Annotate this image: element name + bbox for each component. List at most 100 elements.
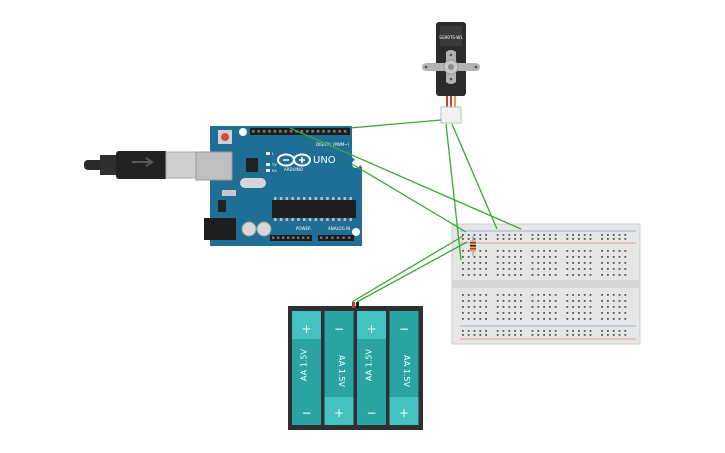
header-pin[interactable] (300, 130, 304, 133)
breadboard-hole[interactable] (589, 268, 592, 270)
breadboard-hole[interactable] (624, 250, 627, 252)
breadboard-hole[interactable] (531, 268, 534, 270)
breadboard-hole[interactable] (589, 238, 592, 240)
breadboard-hole[interactable] (479, 234, 482, 236)
breadboard-hole[interactable] (589, 256, 592, 258)
breadboard-hole[interactable] (566, 274, 569, 276)
breadboard-hole[interactable] (462, 250, 464, 252)
breadboard-hole[interactable] (607, 256, 609, 258)
breadboard-hole[interactable] (462, 274, 464, 276)
breadboard-hole[interactable] (467, 238, 470, 240)
breadboard-hole[interactable] (624, 234, 627, 236)
breadboard-hole[interactable] (514, 274, 516, 276)
breadboard-hole[interactable] (485, 274, 487, 276)
breadboard-hole[interactable] (601, 306, 603, 308)
breadboard-hole[interactable] (618, 256, 621, 258)
breadboard-hole[interactable] (531, 294, 534, 296)
breadboard-hole[interactable] (607, 268, 609, 270)
breadboard-hole[interactable] (537, 312, 540, 314)
breadboard-hole[interactable] (618, 268, 621, 270)
breadboard-hole[interactable] (479, 294, 482, 296)
breadboard-hole[interactable] (554, 250, 557, 252)
breadboard-hole[interactable] (589, 294, 592, 296)
breadboard-hole[interactable] (618, 274, 621, 276)
breadboard-hole[interactable] (543, 234, 545, 236)
breadboard-hole[interactable] (607, 274, 609, 276)
servo-connector[interactable] (440, 106, 462, 124)
breadboard-hole[interactable] (520, 300, 522, 302)
arduino-uno-board[interactable]: DIGITAL (PWM~) UNO ARDUINO L TX RX POWER… (195, 126, 362, 246)
battery-pack[interactable]: +−AA 1.5V−+AA 1.5V+−AA 1.5V−+AA 1.5V (288, 302, 423, 430)
header-pin[interactable] (343, 130, 347, 133)
breadboard-hole[interactable] (496, 274, 499, 276)
header-pin[interactable] (302, 236, 305, 239)
power-pin-header[interactable] (270, 235, 312, 241)
breadboard-hole[interactable] (462, 262, 464, 264)
breadboard-hole[interactable] (601, 300, 603, 302)
breadboard-hole[interactable] (514, 300, 516, 302)
breadboard-hole[interactable] (607, 294, 609, 296)
breadboard-hole[interactable] (618, 334, 621, 336)
breadboard-hole[interactable] (601, 294, 603, 296)
breadboard-hole[interactable] (514, 238, 516, 240)
breadboard-hole[interactable] (549, 238, 551, 240)
breadboard-hole[interactable] (531, 274, 534, 276)
breadboard-hole[interactable] (624, 268, 627, 270)
breadboard-hole[interactable] (572, 318, 574, 320)
breadboard-hole[interactable] (549, 268, 551, 270)
breadboard-hole[interactable] (589, 330, 592, 332)
breadboard-hole[interactable] (578, 300, 580, 302)
breadboard-hole[interactable] (618, 318, 621, 320)
breadboard-hole[interactable] (549, 294, 551, 296)
breadboard-hole[interactable] (612, 268, 615, 270)
breadboard-hole[interactable] (583, 318, 586, 320)
breadboard-hole[interactable] (543, 294, 545, 296)
breadboard-hole[interactable] (467, 256, 470, 258)
breadboard-hole[interactable] (618, 238, 621, 240)
breadboard-hole[interactable] (479, 300, 482, 302)
breadboard-hole[interactable] (485, 318, 487, 320)
breadboard-hole[interactable] (583, 334, 586, 336)
breadboard-hole[interactable] (462, 256, 464, 258)
breadboard-hole[interactable] (601, 268, 603, 270)
breadboard-hole[interactable] (496, 306, 499, 308)
analog-pin-header[interactable] (318, 235, 354, 241)
breadboard-hole[interactable] (549, 318, 551, 320)
header-pin[interactable] (292, 236, 295, 239)
breadboard-hole[interactable] (514, 312, 516, 314)
header-pin[interactable] (311, 130, 314, 133)
breadboard-hole[interactable] (508, 312, 511, 314)
breadboard-hole[interactable] (578, 262, 580, 264)
breadboard-hole[interactable] (479, 312, 482, 314)
breadboard-hole[interactable] (514, 268, 516, 270)
breadboard-hole[interactable] (543, 268, 545, 270)
breadboard-hole[interactable] (549, 334, 551, 336)
breadboard-hole[interactable] (537, 318, 540, 320)
breadboard-hole[interactable] (549, 250, 551, 252)
breadboard-hole[interactable] (589, 334, 592, 336)
breadboard-hole[interactable] (514, 250, 516, 252)
breadboard-hole[interactable] (502, 330, 505, 332)
breadboard-hole[interactable] (543, 318, 545, 320)
wire-arduino-gnd[interactable] (351, 163, 467, 233)
breadboard-hole[interactable] (485, 330, 487, 332)
breadboard-hole[interactable] (543, 250, 545, 252)
breadboard-hole[interactable] (508, 334, 511, 336)
header-pin[interactable] (307, 236, 310, 239)
breadboard-hole[interactable] (462, 306, 464, 308)
breadboard-hole[interactable] (537, 268, 540, 270)
header-pin[interactable] (252, 130, 255, 133)
breadboard-hole[interactable] (473, 256, 476, 258)
breadboard-hole[interactable] (485, 256, 487, 258)
breadboard-hole[interactable] (624, 238, 627, 240)
breadboard-hole[interactable] (537, 330, 540, 332)
breadboard-hole[interactable] (572, 234, 574, 236)
header-pin[interactable] (333, 130, 336, 133)
breadboard-hole[interactable] (607, 234, 609, 236)
header-pin[interactable] (282, 236, 285, 239)
header-pin[interactable] (331, 236, 334, 239)
breadboard-hole[interactable] (508, 318, 511, 320)
header-pin[interactable] (268, 130, 271, 133)
breadboard-hole[interactable] (583, 238, 586, 240)
breadboard-hole[interactable] (520, 250, 522, 252)
